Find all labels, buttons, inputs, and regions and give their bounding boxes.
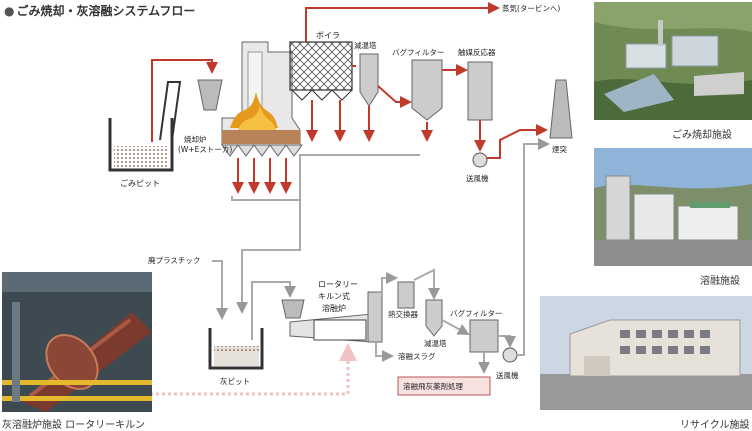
rotary-kiln (289, 291, 383, 343)
kiln-hopper (281, 299, 305, 319)
heat-exchanger (397, 281, 415, 309)
chimney-label: 煙突 (552, 144, 567, 154)
title-text: ごみ焼却・灰溶融システムフロー (16, 4, 196, 18)
kiln-photo-pointer (150, 343, 357, 396)
gas-to-heat-exchanger (381, 272, 398, 296)
title-bullet: ● (4, 4, 15, 18)
slag-line (375, 342, 394, 362)
bag-filter-1 (411, 59, 443, 121)
ash-to-ash-pit (236, 200, 301, 314)
rotary-kiln-label-3: 溶融炉 (322, 303, 346, 313)
waste-pit-label: ごみピット (120, 178, 160, 188)
ash-pit (208, 328, 264, 370)
catalytic-reactor (467, 61, 493, 121)
incineration-facility-caption: ごみ焼却施設 (672, 130, 732, 141)
ash-pit-label: 灰ピット (220, 376, 250, 386)
grate-hoppers (221, 144, 303, 157)
cooling-tower-2 (425, 299, 443, 337)
steam-label: 蒸気(タービンへ) (502, 3, 560, 13)
fan-2 (502, 347, 518, 363)
rotary-kiln-facility-caption: 灰溶融炉施設 ロータリーキルン (2, 420, 145, 431)
gas-to-chimney (487, 124, 548, 159)
catalytic-reactor-label: 触媒反応器 (458, 47, 496, 57)
incinerator (221, 41, 301, 146)
rotary-kiln-label-1: ロータリー (318, 280, 358, 289)
fan-1-label: 送風機 (466, 173, 489, 183)
rotary-kiln-label-2: キルン式 (318, 291, 350, 301)
gas-to-cooling-tower-2 (413, 268, 440, 300)
diagram-title: ●ごみ焼却・灰溶融システムフロー (4, 2, 195, 19)
fly-ash-treatment-box (397, 376, 491, 396)
fan-2-label: 送風機 (496, 370, 519, 380)
rotary-kiln-facility-photo (2, 272, 152, 412)
waste-plastic-line (212, 260, 228, 320)
incinerator-label-1: 焼却炉 (184, 134, 207, 144)
fly-ash-treatment-label: 溶融飛灰薬剤処理 (403, 381, 463, 391)
bottom-ash-arrows (232, 158, 292, 194)
cooling-tower-1-label: 減温塔 (354, 40, 377, 50)
hopper (197, 79, 223, 111)
ash-collector-line (231, 154, 420, 201)
incinerator-label-2: (W+Eストーカ) (178, 145, 232, 154)
waste-feed-line (151, 59, 218, 142)
recycle-facility-caption: リサイクル施設 (680, 420, 750, 431)
bag-filter-2 (469, 319, 499, 353)
boiler (289, 41, 353, 101)
incineration-facility-photo (594, 2, 752, 120)
chimney (549, 79, 573, 139)
cooling-tower-1 (359, 53, 379, 107)
fan-2-to-chimney (517, 138, 550, 356)
cooling-tower-2-label: 減温塔 (424, 338, 447, 348)
boiler-label: ボイラ (316, 31, 340, 40)
recycle-facility-photo (540, 296, 752, 410)
gas-to-bag-filter-1 (377, 85, 412, 108)
fan-1 (472, 152, 488, 168)
bag-filter-2-label: バグフィルター (450, 308, 502, 318)
bag-filter-1-label: バグフィルター (392, 47, 444, 57)
gas-to-bag-filter-2 (441, 319, 470, 335)
ash-to-kiln-hopper (251, 281, 296, 340)
waste-pit (108, 81, 182, 172)
melting-facility-photo (594, 148, 752, 266)
heat-exchanger-label: 熱交換器 (388, 309, 418, 319)
waste-plastic-label: 廃プラスチック (148, 255, 200, 265)
molten-slag-label: 溶融スラグ (398, 351, 436, 361)
melting-facility-caption: 溶融施設 (700, 276, 740, 287)
gas-to-fan-2 (498, 335, 516, 348)
steam-line (305, 2, 500, 42)
